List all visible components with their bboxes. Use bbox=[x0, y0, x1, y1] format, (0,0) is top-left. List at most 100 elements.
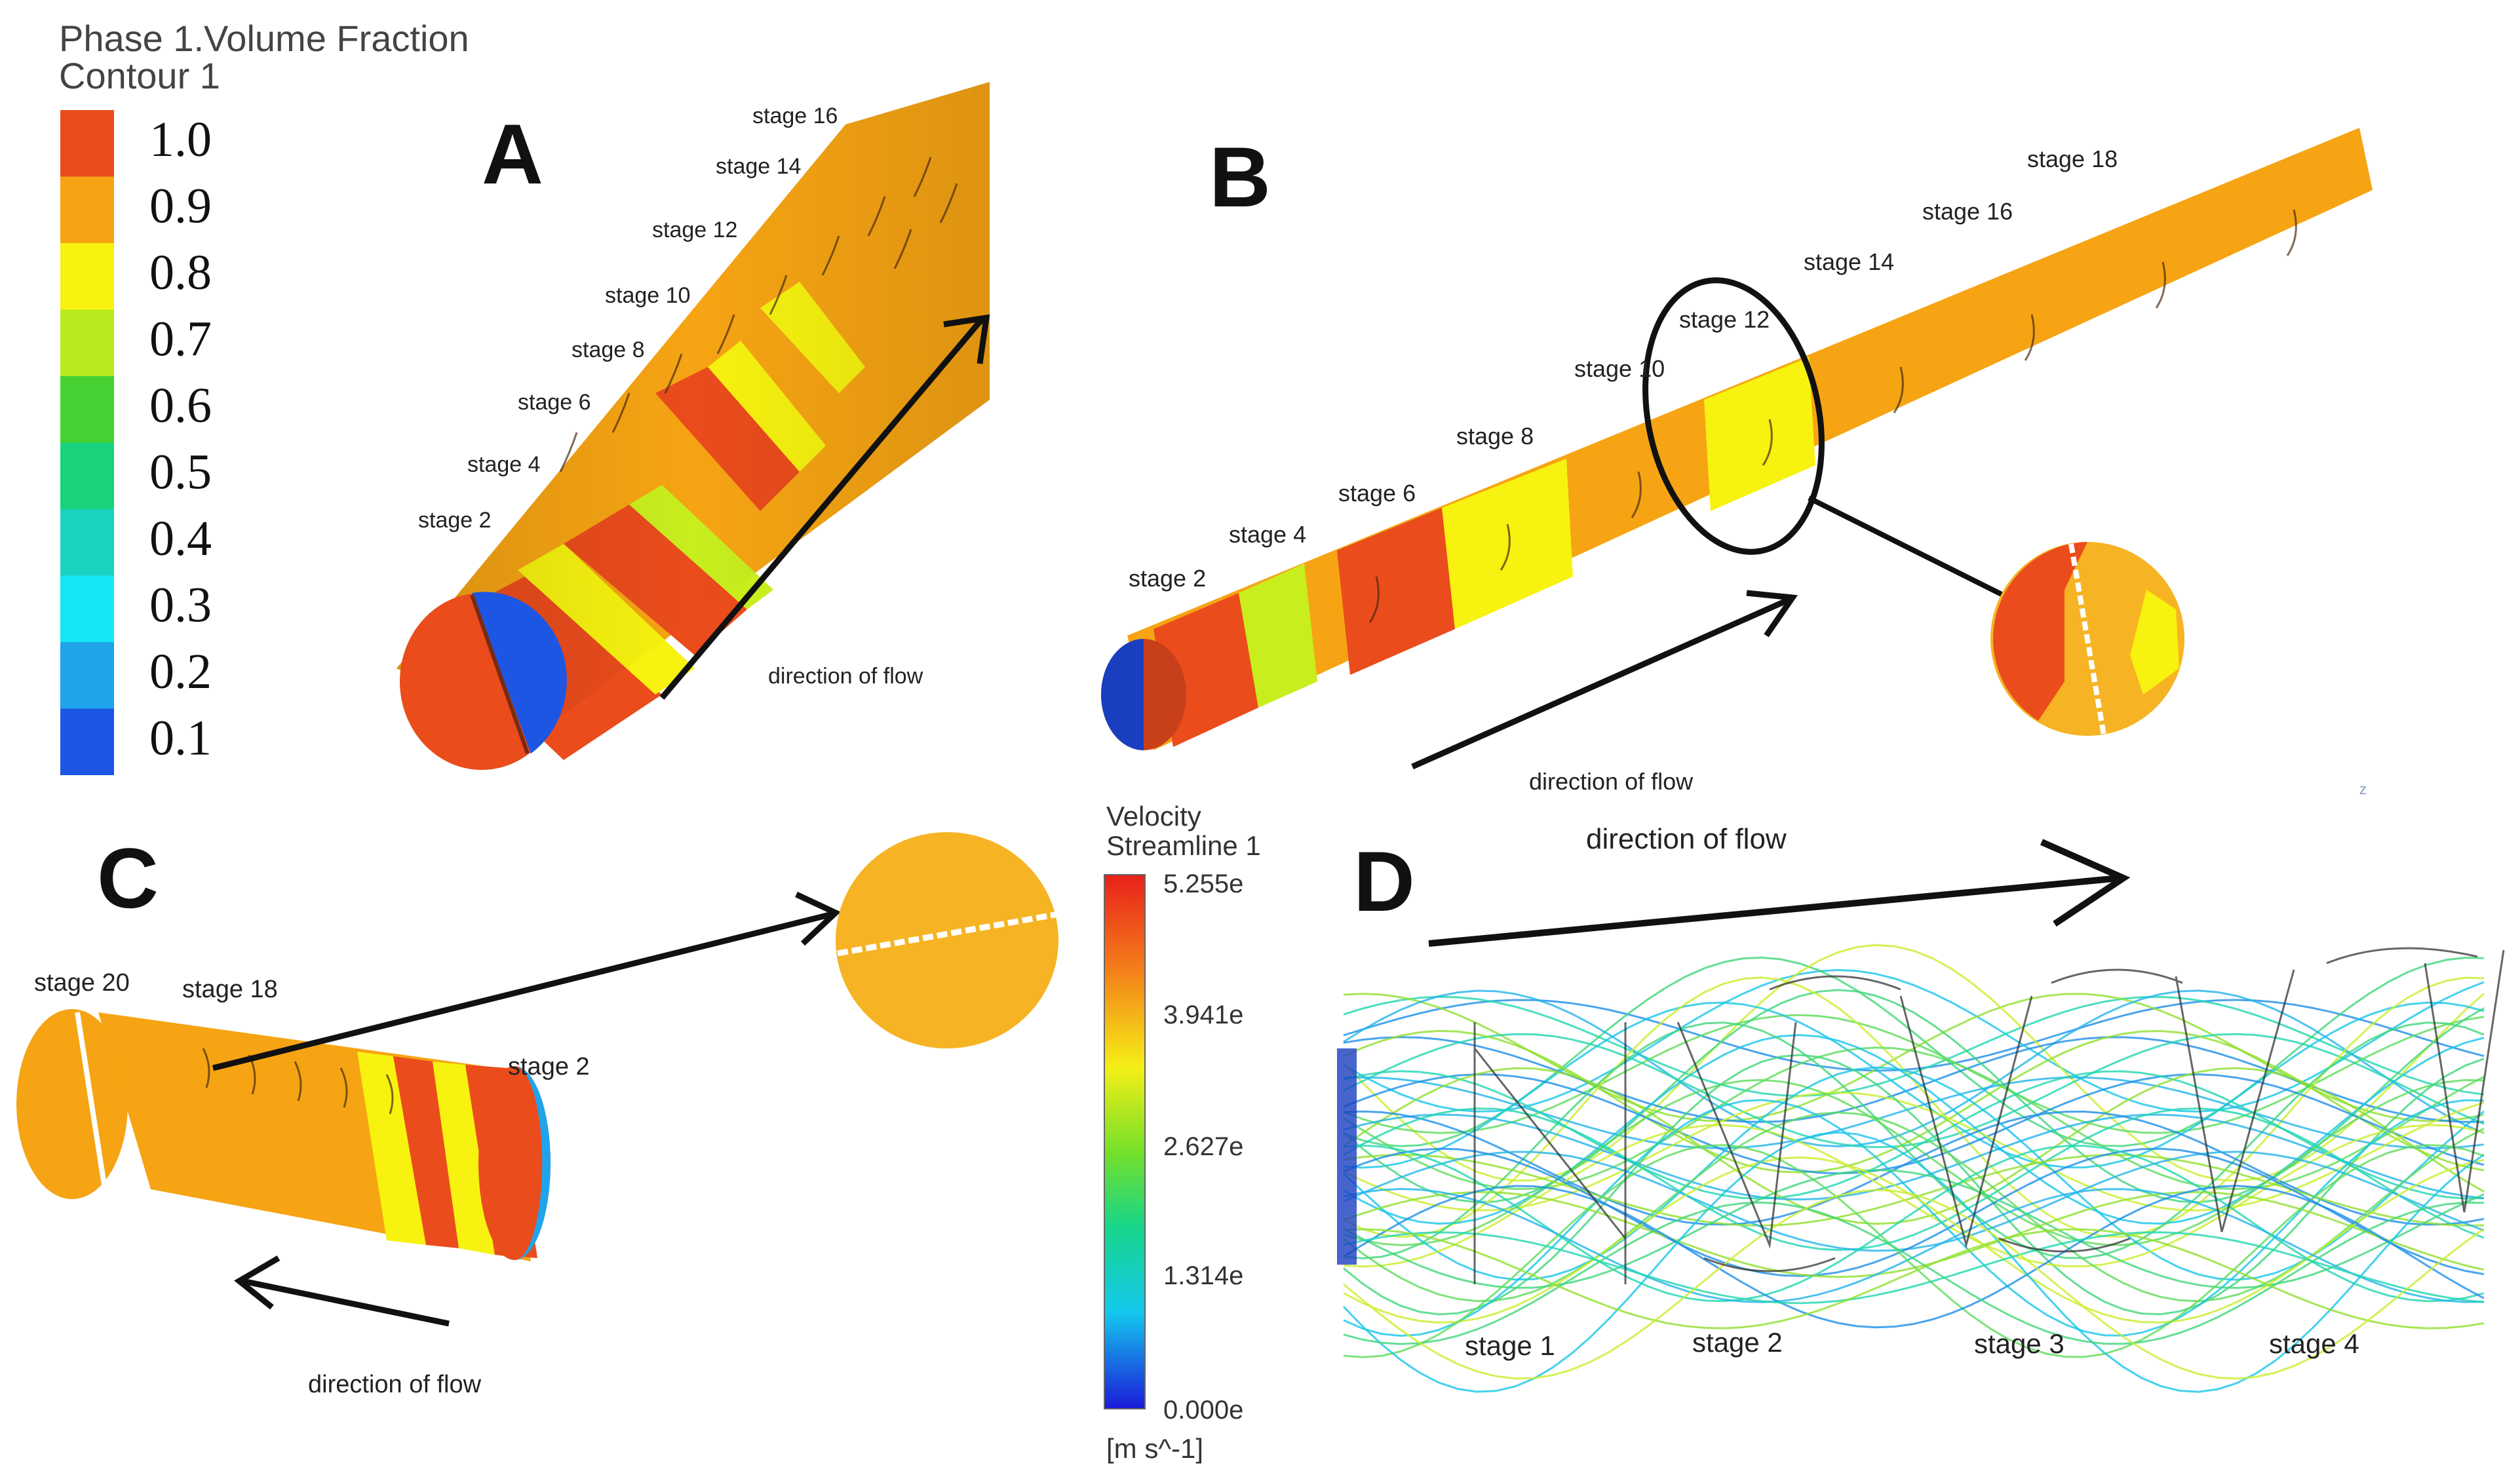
streamline bbox=[1343, 1099, 2485, 1337]
streamline bbox=[1343, 1073, 2485, 1175]
panel-c-end-cap-far bbox=[478, 1066, 551, 1260]
panel-b-stage-label: stage 14 bbox=[1804, 248, 1894, 275]
panel-b-flow-arrow bbox=[1411, 596, 1791, 770]
panel-b-flow-label: direction of flow bbox=[1529, 768, 1694, 795]
streamline bbox=[1343, 1189, 2485, 1380]
panel-c-end-cap-rings bbox=[514, 1066, 551, 1260]
velocity-legend-title-line2: Streamline 1 bbox=[1106, 830, 1261, 861]
panel-a-baffles bbox=[559, 157, 958, 472]
panel-d-stage-label: stage 3 bbox=[1974, 1328, 2064, 1359]
panel-label-d: D bbox=[1353, 833, 1415, 929]
panel-d bbox=[1337, 839, 2505, 1393]
panel-b-highlight-ellipse bbox=[1642, 277, 1825, 555]
panel-a-stage-label: stage 12 bbox=[652, 218, 737, 242]
streamline bbox=[1343, 1156, 2485, 1324]
velocity-legend-title-line1: Velocity bbox=[1106, 801, 1201, 832]
velocity-tick-label: 2.627e bbox=[1163, 1132, 1243, 1161]
panel-b-stage-label: stage 10 bbox=[1574, 355, 1665, 382]
panel-b-band-yellow bbox=[1704, 357, 1815, 511]
panel-b-band-yellow bbox=[1239, 564, 1317, 708]
panel-c-band-yellow bbox=[433, 1062, 495, 1255]
velocity-colorbar bbox=[1104, 874, 1146, 1409]
velocity-tick-label: 0.000e bbox=[1163, 1396, 1243, 1425]
streamline bbox=[1343, 968, 2485, 1113]
streamline bbox=[1343, 1113, 2485, 1201]
legend-swatch bbox=[60, 509, 114, 576]
streamline bbox=[1343, 1201, 2485, 1345]
panel-b-end-cap-blue bbox=[1101, 639, 1144, 750]
panel-a-stage-label: stage 10 bbox=[605, 283, 690, 308]
legend-title-line1: Phase 1.Volume Fraction bbox=[59, 18, 469, 59]
panel-a-stage-label: stage 2 bbox=[418, 508, 492, 533]
panel-b-baffles bbox=[1368, 209, 2297, 623]
streamline bbox=[1343, 1147, 2485, 1277]
velocity-tick-label: 1.314e bbox=[1163, 1261, 1243, 1290]
panel-d-stage-label: stage 1 bbox=[1465, 1330, 1555, 1361]
legend-swatch bbox=[60, 110, 114, 177]
streamline bbox=[1343, 989, 2485, 1148]
panel-c-stage-label: stage 20 bbox=[34, 969, 130, 997]
streamline bbox=[1343, 1124, 2485, 1268]
legend-level-label: 0.6 bbox=[149, 378, 212, 433]
panel-c-end-cap-divider bbox=[75, 1012, 107, 1190]
streamline bbox=[1343, 1046, 2485, 1191]
streamline bbox=[1343, 1191, 2485, 1278]
panel-c-stage-label: stage 18 bbox=[182, 976, 278, 1003]
panel-c-end-cap bbox=[16, 1009, 128, 1199]
legend-swatch bbox=[60, 642, 114, 709]
panel-d-flow-label: direction of flow bbox=[1586, 823, 1787, 855]
legend-swatch bbox=[60, 309, 114, 376]
panel-c-callout-arrowhead bbox=[795, 891, 841, 946]
legend-level-label: 0.4 bbox=[149, 511, 212, 566]
streamline bbox=[1343, 1228, 2485, 1330]
panel-a-flow-arrow bbox=[659, 316, 986, 700]
streamline bbox=[1343, 999, 2485, 1072]
panel-d-flow-arrowhead bbox=[2040, 839, 2131, 927]
panel-d-stage-label: stage 2 bbox=[1692, 1327, 1783, 1358]
panel-d-baffle-wireframe bbox=[1473, 947, 2505, 1284]
panel-d-stage-label: stage 4 bbox=[2269, 1328, 2359, 1359]
panel-b-stage-label: stage 6 bbox=[1338, 480, 1416, 507]
panel-b-stage-label: stage 18 bbox=[2027, 145, 2118, 172]
panel-b-cross-section-red bbox=[1993, 542, 2087, 721]
panel-b-stage-label: stage 12 bbox=[1679, 306, 1770, 333]
streamline bbox=[1343, 1107, 2485, 1252]
panel-b-cross-section-yellow bbox=[2130, 590, 2179, 695]
panel-c-cross-section-divider bbox=[837, 911, 1059, 957]
velocity-tick-label: 5.255e bbox=[1163, 870, 1243, 898]
panel-a-end-cap-blue bbox=[472, 592, 567, 754]
panel-b-callout-line bbox=[1808, 495, 2007, 599]
panel-b-stage-label: stage 2 bbox=[1129, 565, 1206, 592]
panel-a-flow-arrowhead bbox=[943, 314, 990, 364]
panel-a-flow-label: direction of flow bbox=[768, 664, 923, 689]
streamline bbox=[1343, 1067, 2485, 1225]
panel-b-stage-label: stage 4 bbox=[1229, 521, 1306, 548]
legend-level-label: 0.7 bbox=[149, 312, 212, 367]
panel-d-inlet bbox=[1337, 1048, 1357, 1265]
panel-c-cross-section bbox=[836, 832, 1058, 1048]
streamline bbox=[1343, 1143, 2485, 1358]
streamline bbox=[1343, 1185, 2485, 1329]
streamline bbox=[1343, 1070, 2485, 1200]
velocity-unit-label: [m s^-1] bbox=[1106, 1433, 1203, 1464]
volume-fraction-legend: 1.00.90.80.70.60.50.40.30.20.1 bbox=[60, 110, 212, 775]
legend-level-label: 0.9 bbox=[149, 179, 212, 234]
legend-level-label: 1.0 bbox=[149, 112, 212, 167]
streamline bbox=[1343, 1151, 2485, 1252]
panel-label-a: A bbox=[482, 106, 543, 202]
streamline bbox=[1343, 1076, 2485, 1149]
streamline bbox=[1343, 1022, 2485, 1259]
panel-a-stage-label: stage 16 bbox=[752, 104, 838, 128]
panel-a-stage-label: stage 4 bbox=[467, 452, 541, 477]
panel-b-band-yellow bbox=[1442, 459, 1573, 629]
streamline bbox=[1342, 1066, 2485, 1281]
streamline bbox=[1343, 989, 2485, 1204]
streamline bbox=[1343, 1144, 2485, 1303]
panel-c-flow-label: direction of flow bbox=[308, 1371, 482, 1398]
legend-swatch bbox=[60, 708, 114, 775]
streamline bbox=[1343, 1187, 2485, 1303]
panel-c bbox=[16, 832, 1059, 1327]
legend-level-label: 0.2 bbox=[149, 644, 212, 699]
